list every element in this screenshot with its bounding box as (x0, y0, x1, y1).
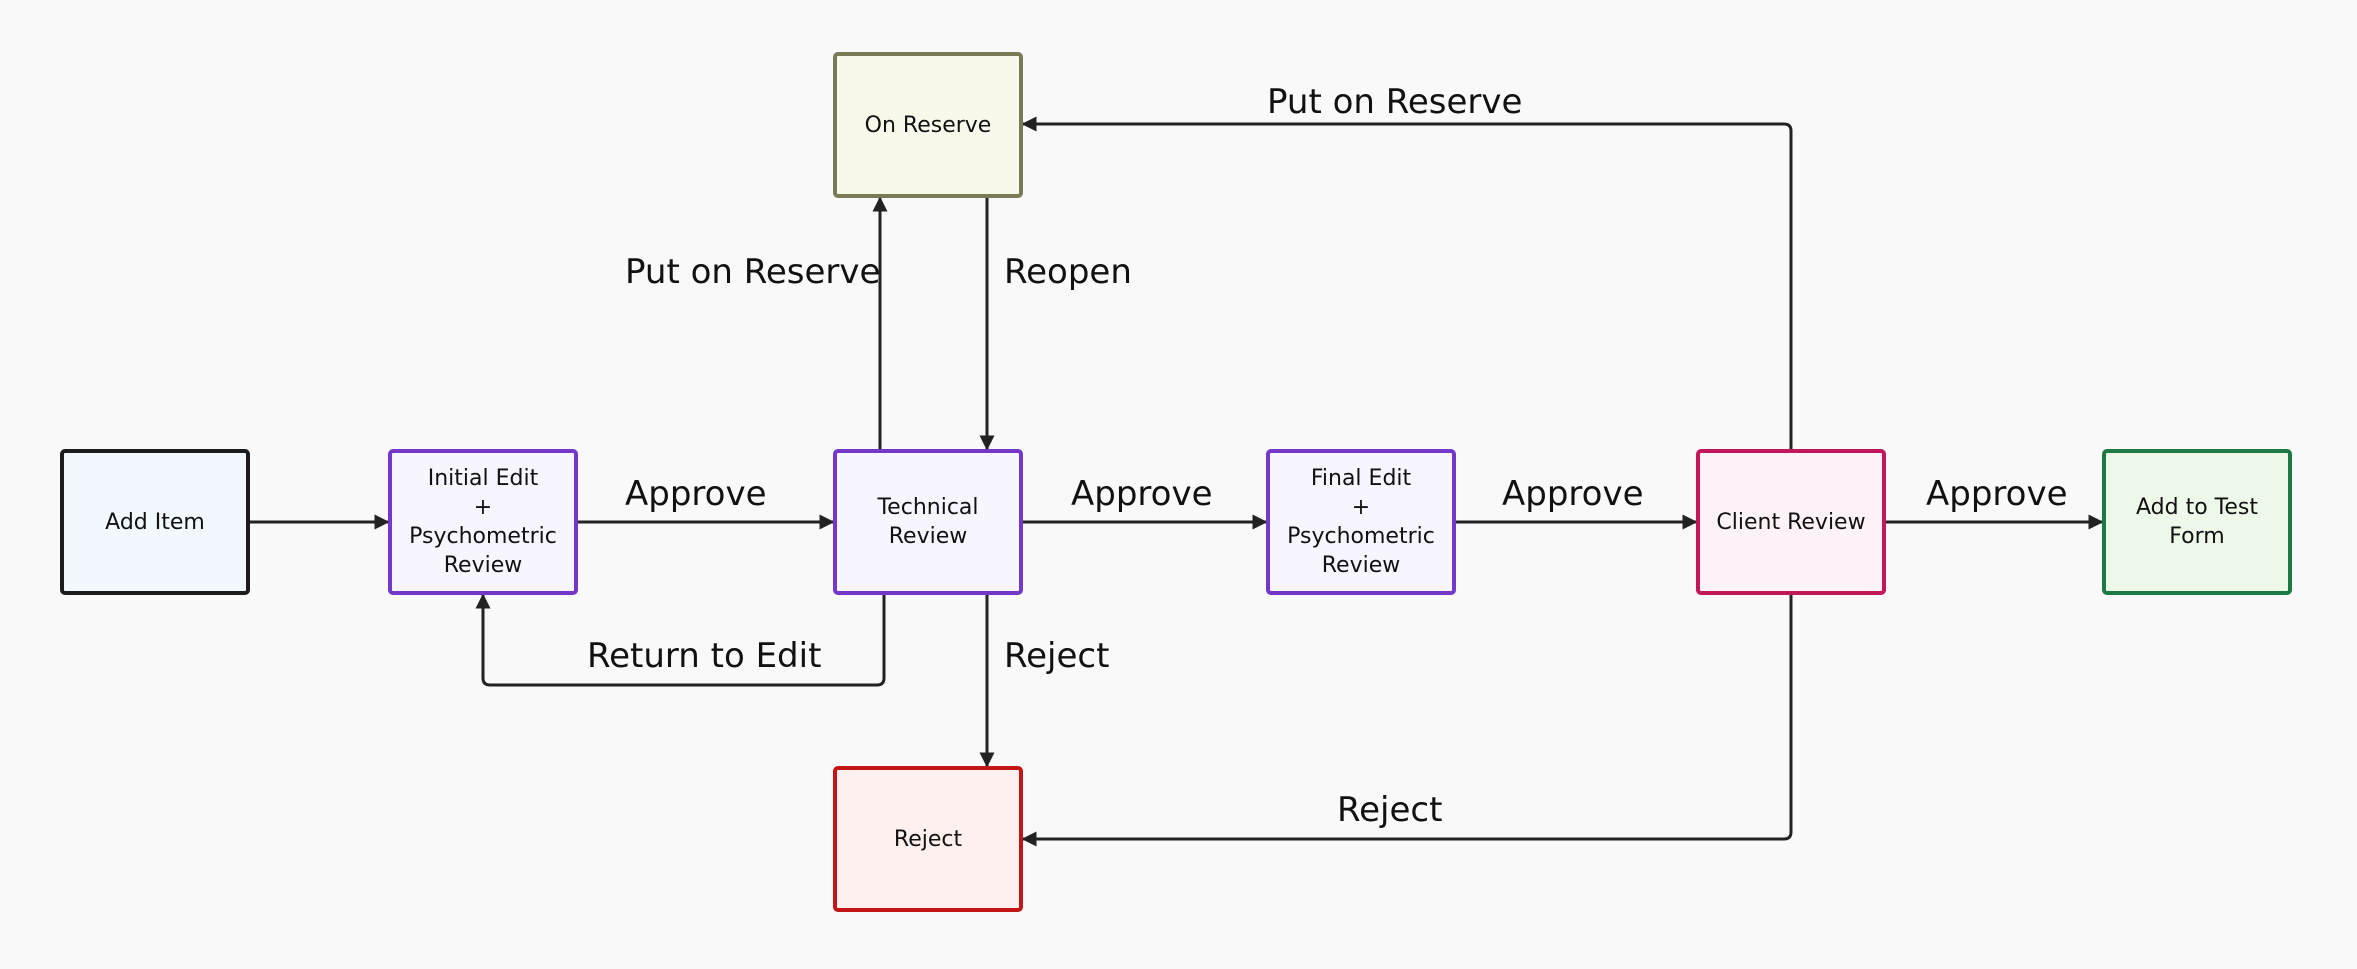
edge-client-to-reserve (1021, 116, 1793, 449)
node-final-edit: Final Edit + Psychometric Review (1266, 449, 1456, 595)
edge-label-tech-to-final: Approve (1071, 474, 1213, 514)
edge-label-client-to-reserve: Put on Reserve (1267, 82, 1523, 122)
edge-label-tech-to-initial: Return to Edit (587, 636, 822, 676)
node-technical-review: Technical Review (833, 449, 1023, 595)
edge-label-tech-to-reject: Reject (1004, 636, 1110, 676)
node-client-review: Client Review (1696, 449, 1886, 595)
edge-label-reserve-to-tech: Reopen (1004, 252, 1132, 292)
node-initial-edit: Initial Edit + Psychometric Review (388, 449, 578, 595)
edge-label-initial-to-tech: Approve (625, 474, 767, 514)
edge-label-client-to-form: Approve (1926, 474, 2068, 514)
node-add-to-test-form: Add to Test Form (2102, 449, 2292, 595)
edge-tech-to-initial (475, 593, 886, 687)
edge-label-client-to-reject: Reject (1337, 790, 1443, 830)
edge-label-tech-to-reserve: Put on Reserve (625, 252, 881, 292)
node-on-reserve: On Reserve (833, 52, 1023, 198)
edge-client-to-reject (1021, 595, 1793, 847)
node-add-item: Add Item (60, 449, 250, 595)
node-reject: Reject (833, 766, 1023, 912)
edge-label-final-to-client: Approve (1502, 474, 1644, 514)
